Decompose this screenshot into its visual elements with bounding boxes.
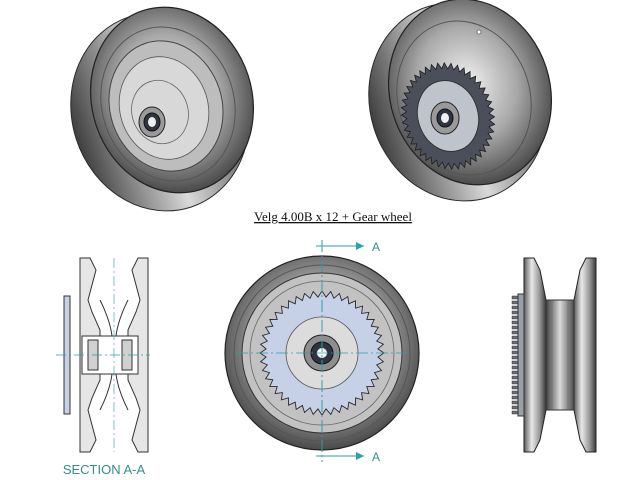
section-marker-top: A <box>372 240 380 254</box>
gear-plate-side <box>517 293 525 417</box>
side-view <box>511 257 597 453</box>
section-marker-bottom: A <box>372 450 380 464</box>
isometric-rim <box>70 6 255 212</box>
gear-wheel-side <box>511 293 525 417</box>
section-label: SECTION A-A <box>63 462 146 477</box>
section-cut-line <box>236 240 408 462</box>
isometric-rim-gear <box>368 0 553 202</box>
drawing-title: Velg 4.00B x 12 + Gear wheel <box>254 209 412 224</box>
